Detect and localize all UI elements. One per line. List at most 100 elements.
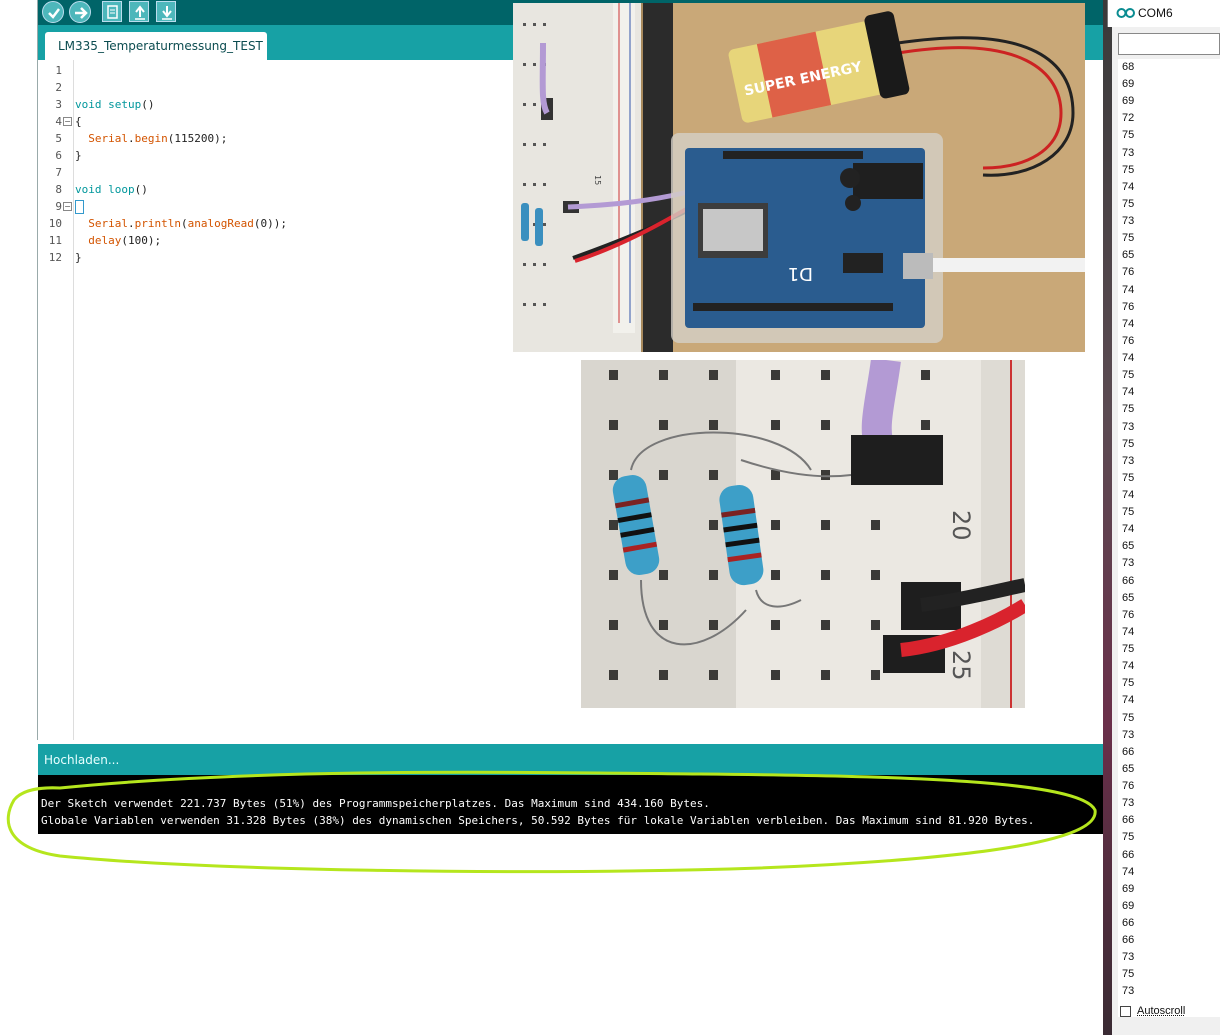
serial-value: 76 [1122,300,1135,313]
window-edge [1103,0,1112,1035]
window-left-margin [0,0,37,1035]
serial-value: 73 [1122,728,1135,741]
verify-button[interactable] [42,1,64,23]
serial-value: 74 [1122,660,1135,673]
autoscroll-toggle[interactable]: Autoscroll [1118,1002,1218,1022]
serial-value: 73 [1122,797,1135,810]
serial-value: 69 [1122,95,1135,108]
serial-value: 66 [1122,814,1135,827]
serial-value: 66 [1122,917,1135,929]
serial-value: 73 [1122,215,1135,228]
line-number: 9 [55,200,62,213]
serial-value: 74 [1122,180,1135,193]
arrow-down-icon [162,6,172,20]
serial-value: 75 [1122,968,1135,981]
new-sketch-button[interactable] [102,1,122,22]
tab-sketch[interactable]: LM335_Temperaturmessung_TEST [45,32,267,60]
line-number: 10 [48,217,62,230]
serial-send-input[interactable] [1118,33,1220,55]
serial-monitor-titlebar: COM6 [1107,0,1220,27]
serial-value: 74 [1122,489,1135,501]
serial-value: 73 [1122,146,1135,159]
console-line: Der Sketch verwendet 221.737 Bytes (51%)… [41,797,710,810]
serial-value: 69 [1122,899,1135,912]
line-number: 3 [55,98,62,111]
serial-value: 74 [1122,386,1135,399]
serial-value: 75 [1122,197,1135,210]
open-button[interactable] [129,1,149,22]
arrow-right-icon [75,7,88,19]
code-line-11: delay(100); [88,234,162,247]
serial-value: 65 [1122,249,1135,262]
serial-value: 75 [1122,403,1135,416]
serial-value: 76 [1122,266,1135,279]
serial-value: 65 [1122,591,1135,604]
upload-button[interactable] [69,1,91,23]
save-button[interactable] [156,1,176,22]
code-line-4: { [75,115,82,128]
serial-value: 74 [1122,523,1135,536]
console-output: Der Sketch verwendet 221.737 Bytes (51%)… [38,775,1103,834]
serial-value: 75 [1122,369,1135,382]
board-label: D1 [788,263,813,284]
serial-value: 74 [1122,283,1135,296]
line-number-gutter: 1 2 3 4 5 6 7 8 9 10 11 12 − − [38,60,74,740]
breadboard-row-label: 20 [947,510,975,541]
autoscroll-label: Autoscroll [1137,1005,1186,1017]
code-line-5: Serial.begin(115200); [88,132,228,145]
serial-value: 76 [1122,334,1135,347]
autoscroll-checkbox[interactable] [1120,1006,1131,1017]
code-line-3: void setup() [75,98,155,111]
serial-value: 74 [1122,352,1135,365]
serial-value: 75 [1122,711,1135,724]
fold-toggle-icon[interactable]: − [63,117,72,126]
serial-value: 66 [1122,745,1135,758]
serial-value: 76 [1122,608,1135,621]
serial-value: 75 [1122,677,1135,690]
photo-breadboard-closeup: 20 25 [581,360,1025,708]
status-bar: Hochladen... [38,744,1103,775]
check-icon [48,8,60,19]
line-number: 8 [55,183,62,196]
serial-value: 73 [1122,985,1135,998]
serial-value: 73 [1122,420,1135,433]
code-line-12: } [75,251,82,264]
highlight-ellipse [6,770,1097,874]
photo-arduino-setup: 15 SUPER ENERGY D1 [513,3,1085,352]
serial-value: 73 [1122,951,1135,964]
serial-value: 66 [1122,848,1135,861]
line-number: 12 [48,251,62,264]
serial-value: 74 [1122,317,1135,330]
serial-value: 75 [1122,506,1135,519]
serial-value: 76 [1122,780,1135,793]
serial-value: 75 [1122,831,1135,844]
line-number: 7 [55,166,62,179]
arrow-up-icon [135,5,145,20]
fold-toggle-icon[interactable]: − [63,202,72,211]
serial-value: 75 [1122,129,1135,142]
serial-value: 74 [1122,694,1135,707]
serial-value: 66 [1122,574,1135,587]
line-number: 1 [55,64,62,77]
code-line-6: } [75,149,82,162]
code-line-10: Serial.println(analogRead(0)); [88,217,287,230]
window-title: COM6 [1138,6,1173,20]
window-left-border [37,0,38,740]
line-number: 5 [55,132,62,145]
serial-value: 75 [1122,643,1135,656]
serial-value: 73 [1122,454,1135,467]
serial-value: 69 [1122,78,1135,91]
code-line-8: void loop() [75,183,148,196]
serial-value: 69 [1122,882,1135,895]
serial-value: 72 [1122,112,1135,125]
serial-value: 65 [1122,762,1135,775]
line-number: 2 [55,81,62,94]
console-line: Globale Variablen verwenden 31.328 Bytes… [41,814,1035,827]
breadboard-row-label: 15 [593,175,602,185]
serial-value: 75 [1122,471,1135,484]
line-number: 6 [55,149,62,162]
breadboard-row-label: 25 [947,650,975,681]
